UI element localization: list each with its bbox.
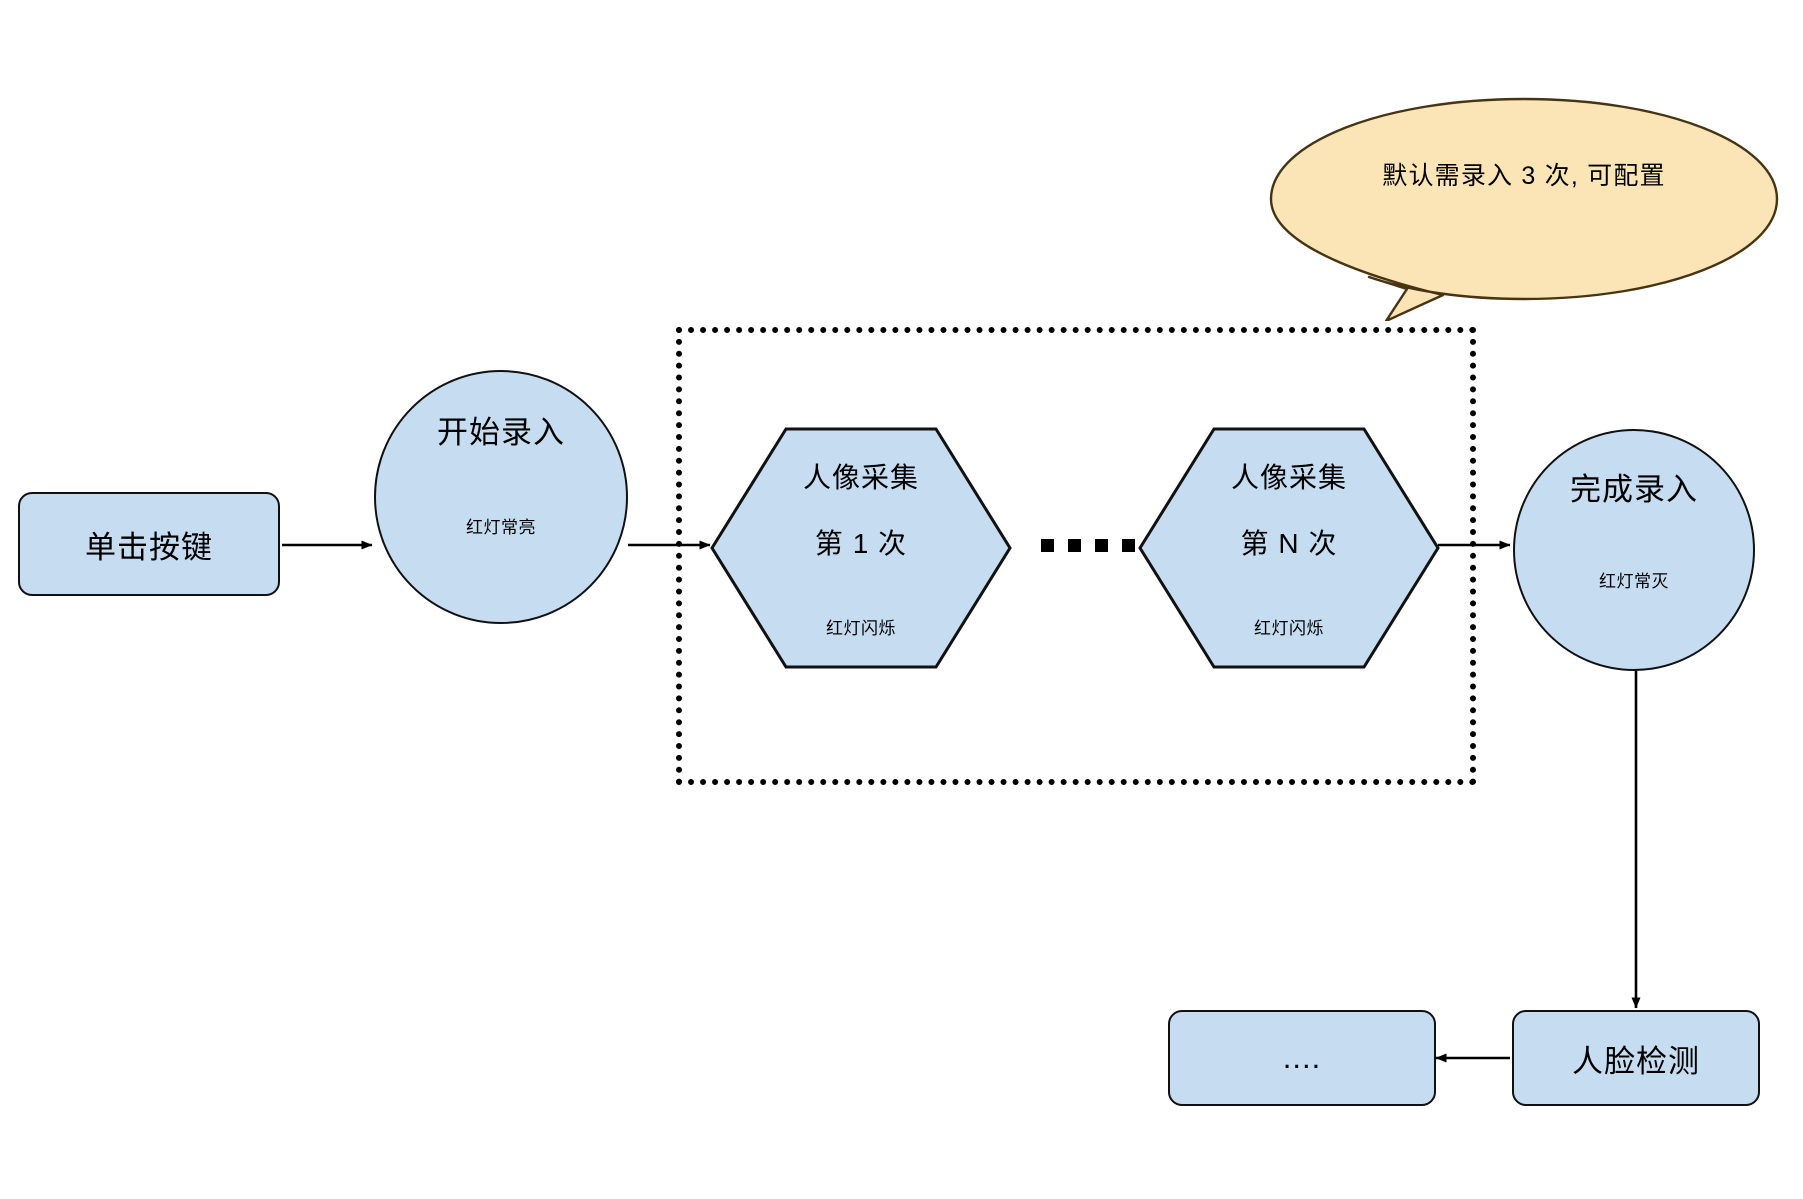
node-finish-enroll[interactable] <box>1513 429 1755 671</box>
node-capture-nth[interactable] <box>1138 427 1440 669</box>
node-start-enroll[interactable] <box>374 370 628 624</box>
node-face-detect[interactable]: 人脸检测 <box>1512 1010 1760 1106</box>
node-more-steps-label: .... <box>1282 1040 1322 1075</box>
loop-group-container <box>676 327 1476 785</box>
repeat-dot <box>1068 539 1081 552</box>
node-face-detect-label: 人脸检测 <box>1572 1043 1700 1079</box>
repeat-dot <box>1122 539 1135 552</box>
node-click-button[interactable]: 单击按键 <box>18 492 280 596</box>
node-click-button-label: 单击按键 <box>85 529 213 565</box>
repeat-dot <box>1095 539 1108 552</box>
callout-default-times-text: 默认需录入 3 次, 可配置 <box>1382 162 1666 190</box>
callout-default-times: 默认需录入 3 次, 可配置 <box>1268 96 1780 321</box>
repeat-dot <box>1041 539 1054 552</box>
node-capture-first[interactable] <box>710 427 1012 669</box>
node-more-steps[interactable]: .... <box>1168 1010 1436 1106</box>
